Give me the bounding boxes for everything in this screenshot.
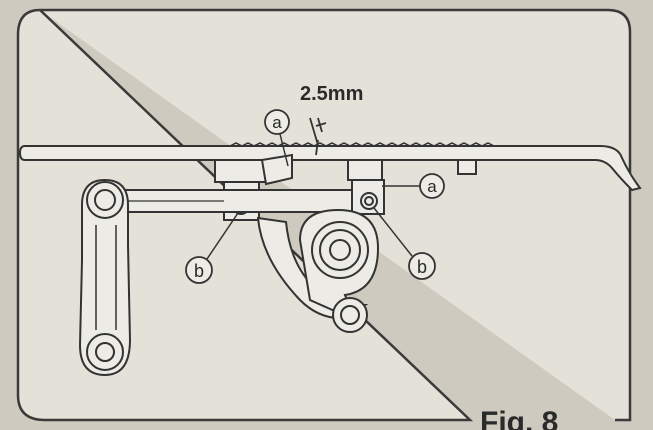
callout-b-right: b: [373, 207, 436, 280]
eccentric-crank: [256, 208, 380, 333]
callout-b-right-label: b: [417, 257, 427, 277]
dimension-indicator: [309, 117, 340, 156]
feed-plate: [18, 142, 642, 192]
callout-b-left: b: [185, 212, 239, 284]
callout-a-top-label: a: [272, 113, 282, 132]
callout-a-right-label: a: [427, 177, 437, 196]
callout-b-left-label: b: [194, 261, 204, 281]
figure-label: Fig. 8: [480, 406, 558, 430]
figure-frame: [16, 8, 632, 422]
dimension-label: 2.5mm: [300, 83, 363, 105]
right-block: [347, 159, 385, 215]
callout-a-top: a: [264, 109, 290, 167]
left-arm: [78, 178, 132, 377]
connecting-bar: [94, 189, 353, 213]
small-bracket: [457, 159, 477, 175]
callout-a-right: a: [382, 173, 445, 199]
